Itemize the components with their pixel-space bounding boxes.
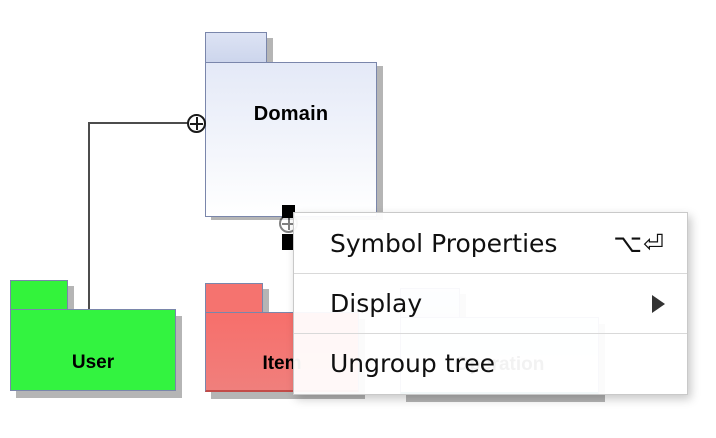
menu-item-display-label: Display	[330, 289, 423, 318]
package-user[interactable]: User	[10, 280, 182, 402]
package-domain-body[interactable]: Domain	[205, 62, 377, 217]
package-user-label: User	[71, 352, 115, 373]
menu-item-symbol-properties-label: Symbol Properties	[330, 228, 558, 258]
menu-item-symbol-properties[interactable]: Symbol Properties ⌥⏎	[294, 213, 687, 273]
menu-item-ungroup-tree[interactable]: Ungroup tree	[294, 333, 687, 393]
option-return-shortcut-icon: ⌥⏎	[613, 228, 665, 258]
package-domain[interactable]: Domain	[205, 32, 383, 222]
context-menu[interactable]: Symbol Properties ⌥⏎ Display Ungroup tre…	[293, 212, 688, 395]
menu-item-display[interactable]: Display	[294, 273, 687, 333]
selection-handle[interactable]	[282, 234, 293, 250]
package-user-tab	[10, 280, 68, 310]
chevron-right-icon	[652, 294, 665, 313]
menu-item-ungroup-tree-label: Ungroup tree	[330, 349, 495, 378]
selection-handle[interactable]	[282, 205, 295, 218]
plus-circle-icon[interactable]	[187, 114, 206, 133]
connector-line-horizontal[interactable]	[88, 122, 196, 124]
package-item-tab	[205, 283, 263, 313]
connector-line-vertical[interactable]	[88, 122, 90, 312]
package-user-body[interactable]: User	[10, 309, 176, 391]
package-domain-tab	[205, 32, 267, 64]
package-domain-label: Domain	[253, 103, 329, 125]
